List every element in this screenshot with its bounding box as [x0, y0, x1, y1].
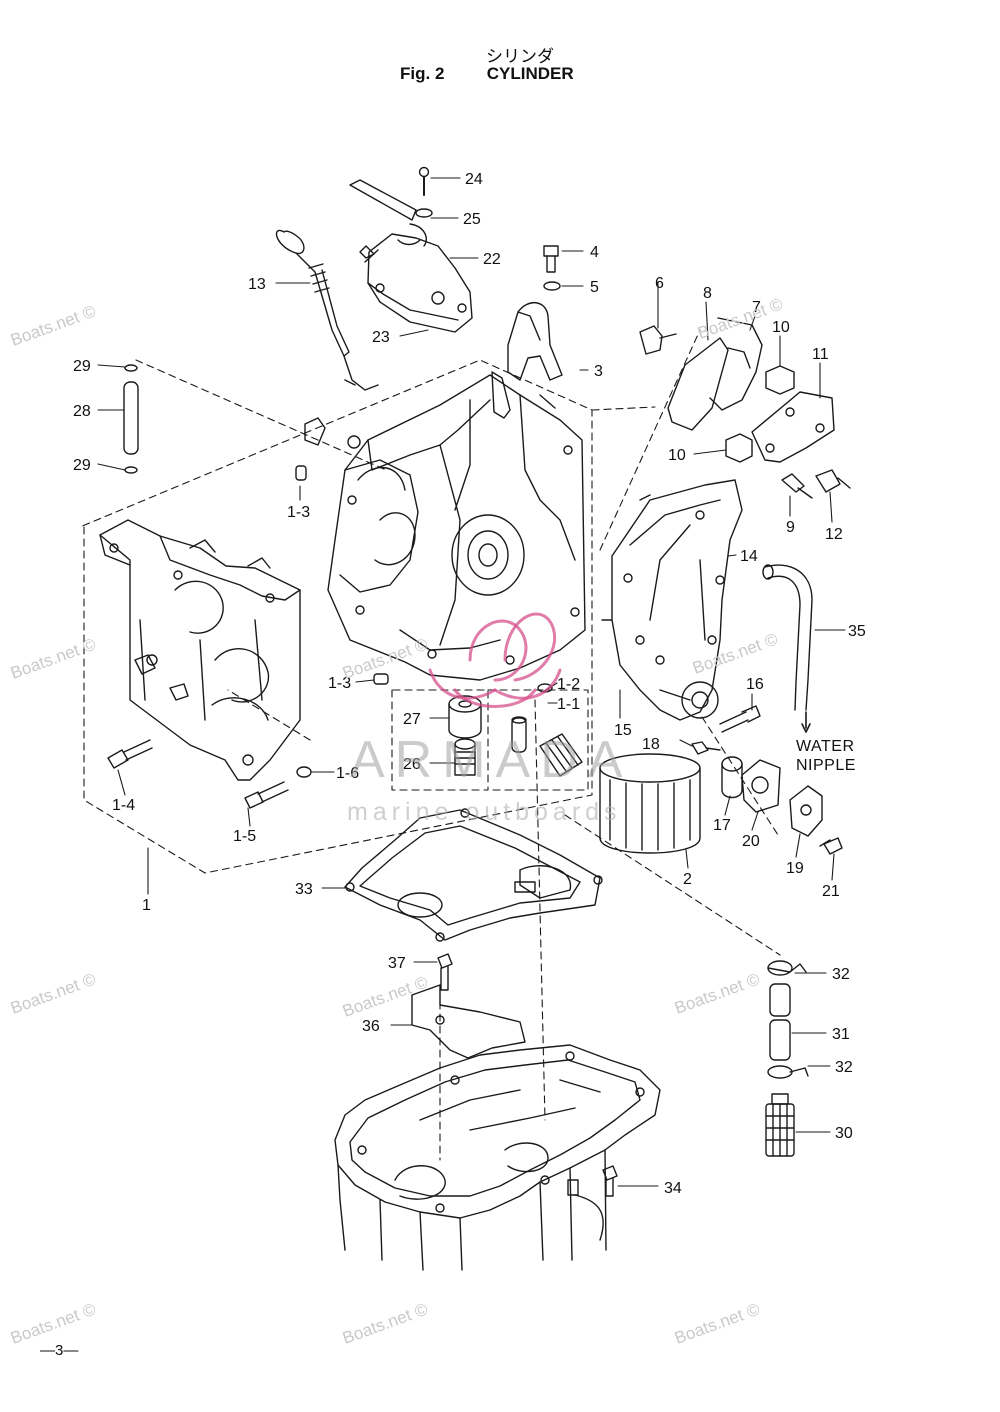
water-hose [762, 564, 813, 733]
callout-7: 7 [752, 299, 761, 316]
callout-1-3: 1-3 [328, 675, 352, 692]
callout-31: 31 [832, 1026, 850, 1043]
note-line-2: NIPPLE [796, 757, 856, 774]
callout-26: 26 [403, 756, 421, 773]
callout-13: 13 [248, 276, 266, 293]
oil-pan [334, 1044, 661, 1271]
callout-34: 34 [664, 1180, 682, 1197]
overlay-brand-tagline: marine outboards [347, 798, 622, 826]
callout-11: 11 [812, 346, 829, 363]
callout-29: 29 [73, 457, 91, 474]
callout-20: 20 [742, 833, 760, 850]
callout-18: 18 [642, 736, 660, 753]
bracket-3 [507, 302, 563, 381]
bolt-4 [543, 245, 561, 291]
callout-22: 22 [483, 251, 501, 268]
water-nipple-note: WATER NIPPLE [796, 737, 856, 775]
armada-logo-mark [428, 612, 562, 708]
page-number: —3— [40, 1342, 79, 1359]
callout-1-6: 1-6 [336, 765, 360, 782]
bolts-crankcase [107, 739, 312, 809]
crankcase-cover [349, 166, 473, 333]
callout-32: 32 [835, 1059, 853, 1076]
callout-23: 23 [372, 329, 390, 346]
callout-24: 24 [465, 171, 483, 188]
callout-21: 21 [822, 883, 840, 900]
callout-3: 3 [594, 363, 603, 380]
thermostat-parts [691, 705, 843, 855]
bolt-37 [437, 953, 453, 991]
fuel-filter-parts [765, 960, 809, 1157]
oil-dipstick [275, 229, 379, 391]
cylinder-block [327, 371, 586, 681]
plate-36 [411, 984, 526, 1059]
dowel-pins [295, 465, 389, 685]
gasket-33 [344, 808, 603, 942]
figure-title: CYLINDER [486, 64, 574, 83]
bolt-34 [602, 1165, 618, 1197]
callout-1-1: 1-1 [557, 696, 581, 713]
callout-36: 36 [362, 1018, 380, 1035]
callout-9: 9 [786, 519, 795, 536]
figure-heading: Fig. 2 CYLINDER [400, 64, 574, 84]
callout-35: 35 [848, 623, 866, 640]
small-parts [448, 683, 583, 777]
callout-1-3: 1-3 [287, 504, 311, 521]
callout-33: 33 [295, 881, 313, 898]
callout-6: 6 [655, 275, 664, 292]
callout-1-2: 1-2 [557, 676, 581, 693]
leader-lines [97, 177, 846, 1187]
callout-17: 17 [713, 817, 731, 834]
oil-filter [599, 753, 701, 854]
callout-8: 8 [703, 285, 712, 302]
callout-25: 25 [463, 211, 481, 228]
callout-29: 29 [73, 358, 91, 375]
callout-32: 32 [832, 966, 850, 983]
water-tube [123, 364, 139, 474]
callout-12: 12 [825, 526, 843, 543]
callout-4: 4 [590, 244, 599, 261]
callout-1-5: 1-5 [233, 828, 257, 845]
callout-16: 16 [746, 676, 764, 693]
anode-assembly [639, 317, 851, 499]
callout-15: 15 [614, 722, 632, 739]
crankcase-half [99, 519, 301, 781]
figure-title-japanese: シリンダ [486, 47, 554, 67]
elbow-fitting [304, 417, 361, 449]
callout-30: 30 [835, 1125, 853, 1142]
callout-27: 27 [403, 711, 421, 728]
callout-28: 28 [73, 403, 91, 420]
callout-10: 10 [668, 447, 686, 464]
callout-1-4: 1-4 [112, 797, 136, 814]
callout-14: 14 [740, 548, 758, 565]
callout-2: 2 [683, 871, 692, 888]
note-line-1: WATER [796, 738, 855, 755]
overlay-brand-name: ARMADA [350, 731, 633, 789]
callout-5: 5 [590, 279, 599, 296]
callout-19: 19 [786, 860, 804, 877]
exhaust-cover [601, 479, 743, 721]
callout-10: 10 [772, 319, 790, 336]
callout-37: 37 [388, 955, 406, 972]
callout-1: 1 [142, 897, 151, 914]
figure-number: Fig. 2 [400, 64, 445, 83]
